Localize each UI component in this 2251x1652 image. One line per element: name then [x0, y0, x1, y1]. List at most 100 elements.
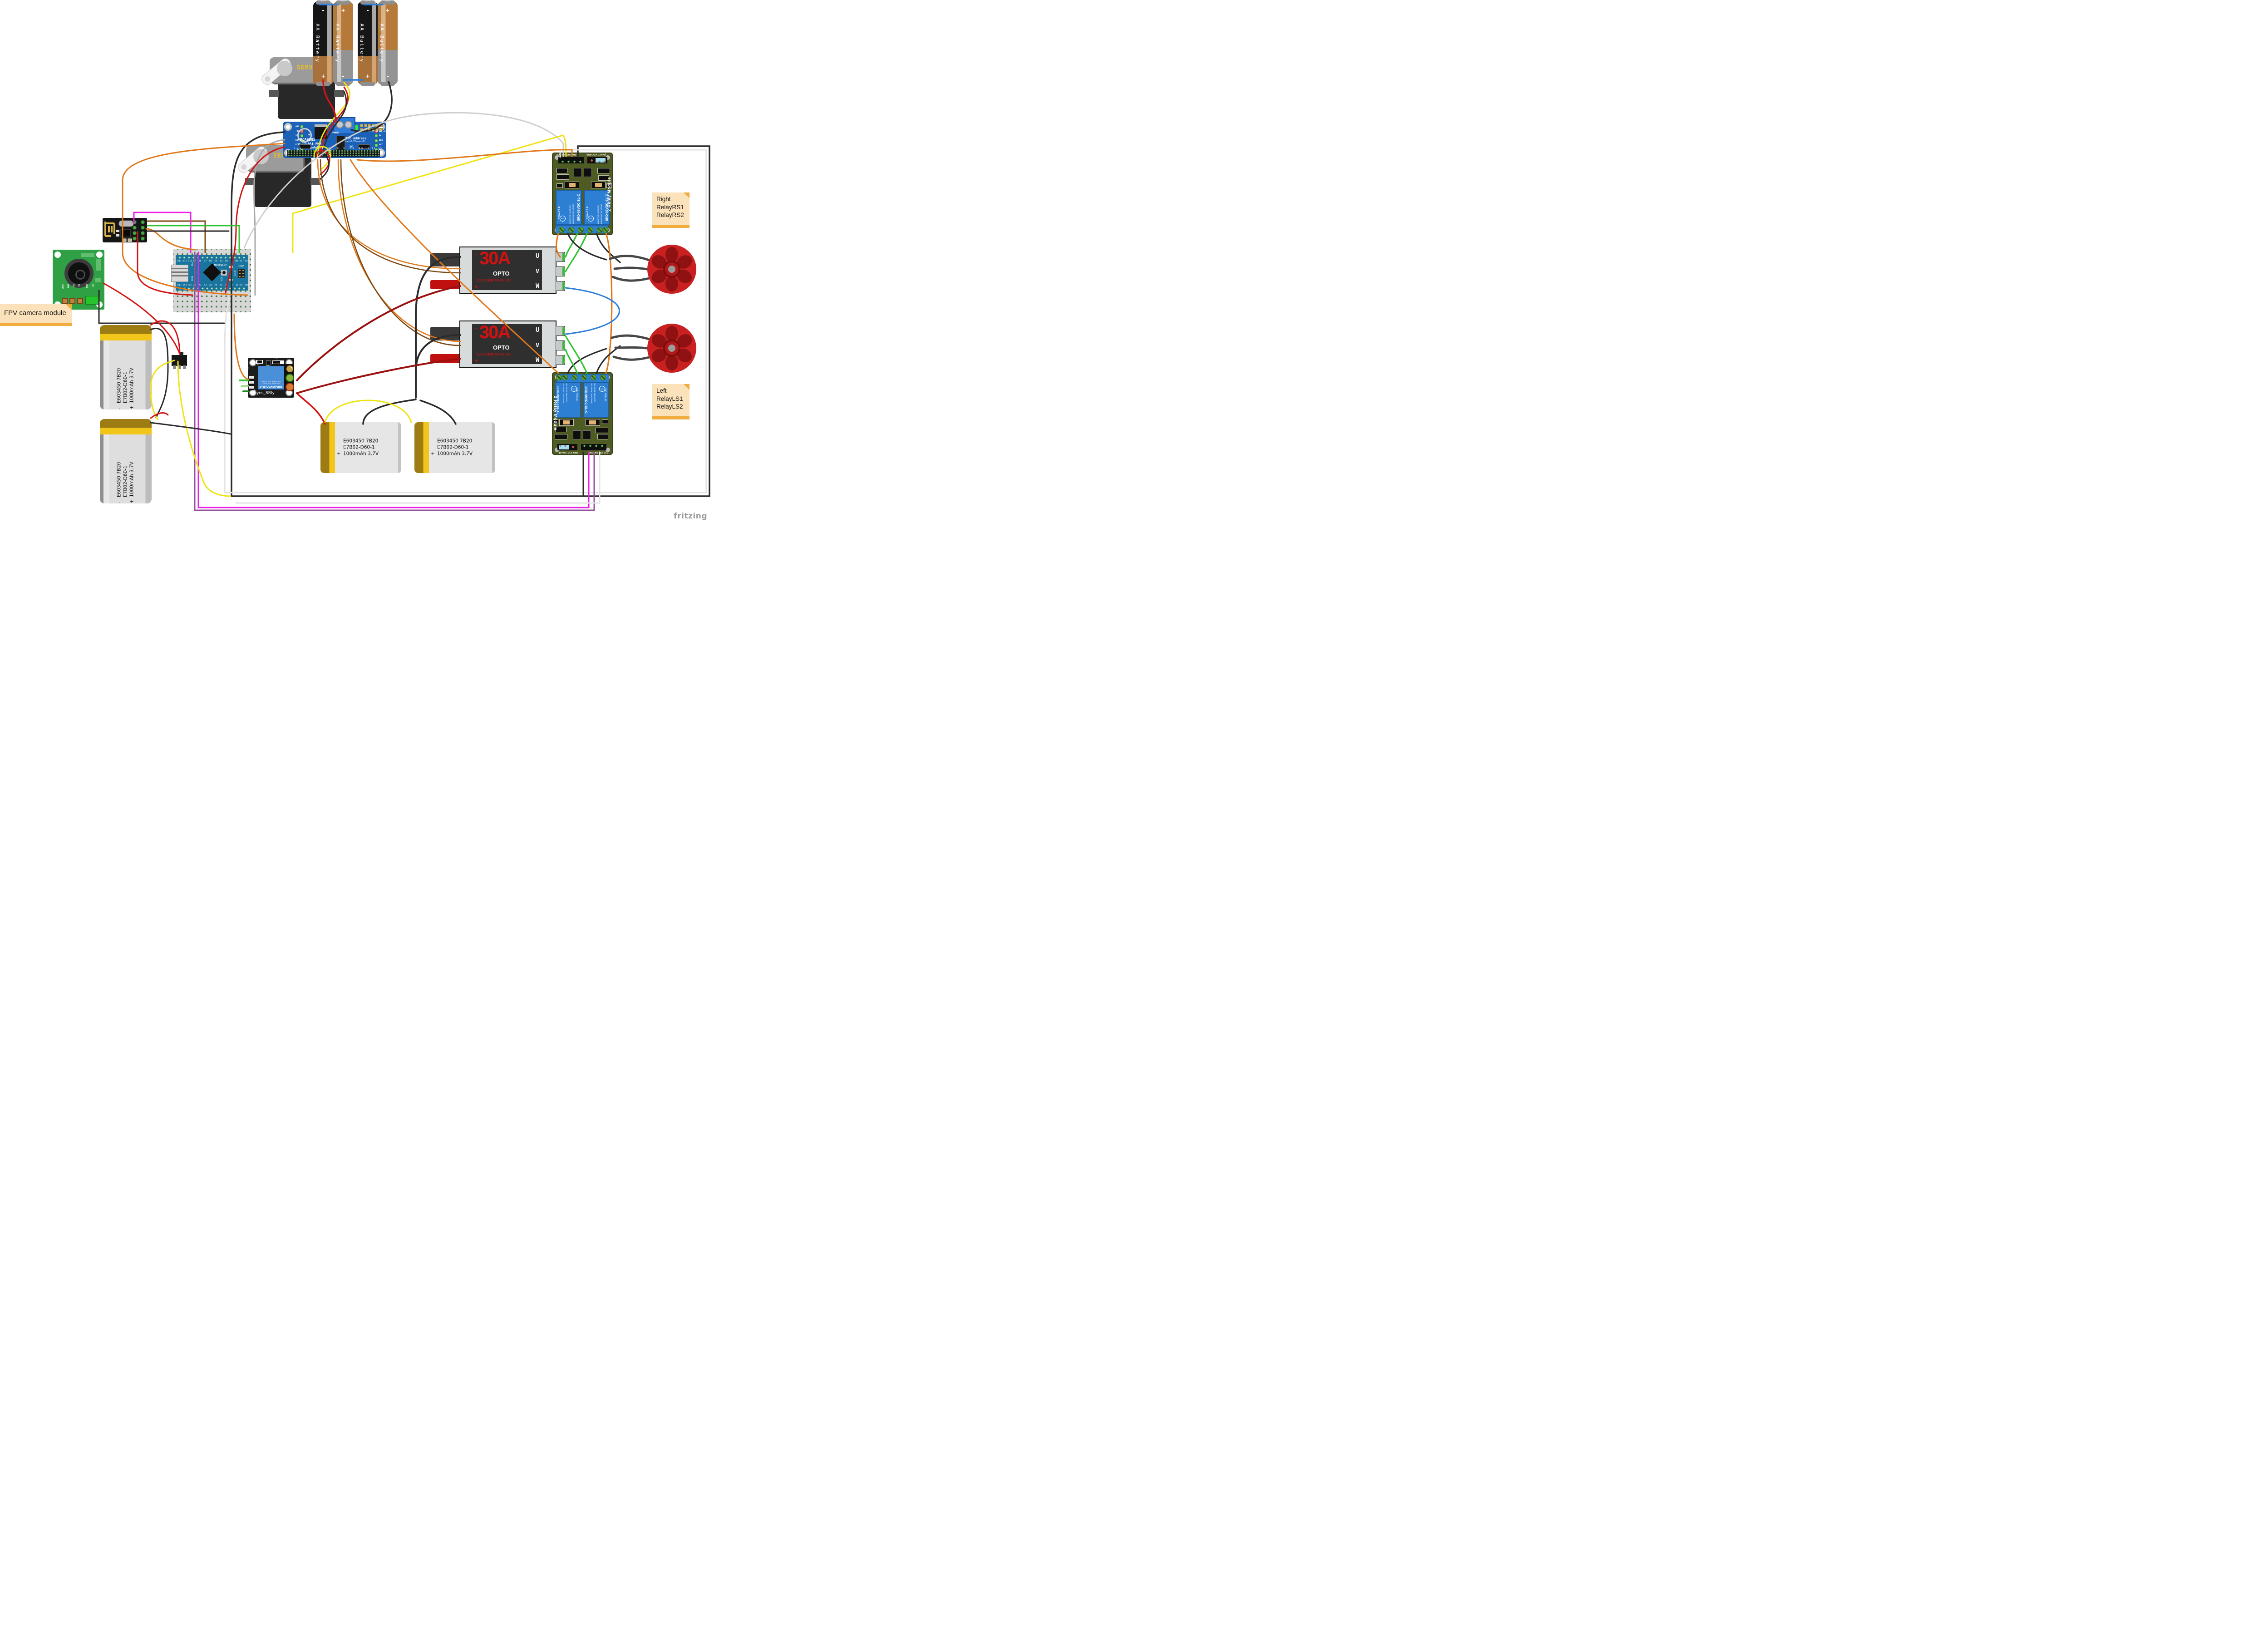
- icsp-header: [238, 269, 245, 278]
- battery-text: -E603450 7B20 E7B02-D60-1 +1000mAh 3.7V: [431, 438, 473, 458]
- aa-battery-1[interactable]: - AA Battery +: [313, 0, 333, 86]
- minus-sign: -: [475, 251, 477, 257]
- wire-motor1-a[interactable]: [609, 255, 650, 261]
- wire-motor1-c[interactable]: [611, 276, 650, 282]
- nrf24l01-module[interactable]: [103, 218, 147, 242]
- wire-lipo2-black[interactable]: [150, 422, 232, 435]
- battery-cap: [360, 82, 375, 86]
- wire-orange-diag[interactable]: [356, 149, 573, 162]
- slide-switch[interactable]: [172, 352, 187, 369]
- note-line: RelayRS2: [656, 212, 684, 219]
- wire-relayT-black-2[interactable]: [596, 232, 621, 263]
- relay-module-right[interactable]: GND IN1 IN2 VCC JD-VCC VCC GND SRD-05VDC…: [552, 153, 613, 235]
- note-left-relays[interactable]: Left RelayLS1 RelayLS2: [652, 384, 690, 419]
- servo-mount-tab: [245, 178, 255, 185]
- nrf-pin: [133, 226, 137, 230]
- wire-relayT-green-1[interactable]: [565, 232, 578, 258]
- servo-horn-hub: [277, 61, 292, 76]
- wire-lipoB1-black[interactable]: [362, 399, 417, 425]
- screw-no[interactable]: [286, 383, 294, 391]
- relay-screw-terminals[interactable]: [556, 225, 609, 233]
- arduino-nano[interactable]: D12 D11 D10 D9 D8 D7 D6 D5 D4 D3 D2 GND …: [171, 255, 254, 291]
- lipo-battery-3[interactable]: -E603450 7B20 E7B02-D60-1 +1000mAh 3.7V: [320, 422, 401, 473]
- wire-lipo1-red[interactable]: [150, 320, 181, 354]
- reset-button[interactable]: [221, 270, 227, 276]
- servo-mount-tab: [310, 178, 320, 185]
- wire-switch-yellow-1[interactable]: [150, 360, 175, 420]
- plus-sign: +: [129, 499, 135, 504]
- wire-orange-vertical[interactable]: [605, 232, 613, 374]
- relay-spec2: 10A 30VDC 10A 28VDC: [597, 205, 599, 224]
- pwm-output-header[interactable]: [287, 150, 380, 157]
- wire-relayB-black-1[interactable]: [567, 348, 607, 374]
- relay-screw-terminals[interactable]: [556, 374, 609, 382]
- brushless-motor-left[interactable]: [646, 323, 697, 374]
- aa-battery-4[interactable]: + AA Battery -: [378, 0, 398, 86]
- note-right-relays[interactable]: Right RelayRS1 RelayRS2: [652, 192, 690, 228]
- wire-motor1-b[interactable]: [613, 266, 649, 271]
- wire-nrf-brown[interactable]: [147, 220, 206, 253]
- songle-relay-1: SRD-05VDC-SL-C 10A 250VAC 10A 125VAC 10A…: [556, 190, 582, 225]
- wire-motor2-b[interactable]: [614, 346, 649, 350]
- relay-brand: SONGLE: [586, 206, 589, 219]
- wire-nrf-orange[interactable]: [145, 228, 196, 251]
- perfboard[interactable]: D12 D11 D10 D9 D8 D7 D6 D5 D4 D3 D2 GND …: [171, 249, 254, 312]
- wire-motor2-c[interactable]: [612, 355, 650, 361]
- lipo-battery-1[interactable]: -E603450 7B20 E7B02-D60-1 +1000mAh 3.7V: [100, 325, 152, 409]
- wire-relayB-green-2[interactable]: [565, 335, 588, 374]
- motor-tab-w[interactable]: [556, 355, 565, 365]
- wire-lipoB2-black[interactable]: [419, 399, 457, 425]
- wire-lipo2-red[interactable]: [150, 412, 169, 419]
- wire-relayT-green-2[interactable]: [565, 232, 588, 272]
- wire-lipoB1-red[interactable]: [297, 393, 326, 425]
- onled-label: ON_Led S: [247, 361, 249, 371]
- wire-keyes-orange[interactable]: [233, 313, 250, 380]
- note-fpv-camera[interactable]: FPV camera module: [0, 304, 72, 326]
- wire-relayB-green-1[interactable]: [565, 349, 578, 374]
- input-header[interactable]: [581, 444, 606, 450]
- aa-battery-2[interactable]: + AA Battery -: [333, 0, 353, 86]
- led: [229, 266, 233, 268]
- screw-com[interactable]: [286, 374, 294, 382]
- wire-blue-esc-link[interactable]: [565, 287, 620, 335]
- optocoupler: [584, 168, 592, 177]
- plus-sign: +: [475, 358, 478, 364]
- wire-relayB-black-2[interactable]: [596, 345, 621, 374]
- battery-model: E603450 7B20: [116, 462, 122, 498]
- wire-motor2-a[interactable]: [611, 334, 650, 340]
- lipo-battery-2[interactable]: -E603450 7B20 E7B02-D60-1 +1000mAh 3.7V: [100, 419, 152, 503]
- pin-label: GND: [68, 284, 70, 288]
- jdvcc-jumper[interactable]: [587, 157, 607, 163]
- aa-battery-3[interactable]: - AA Battery +: [358, 0, 378, 86]
- usa-label: USA: [192, 262, 194, 266]
- relay-module-left[interactable]: GND IN1 IN2 VCC JD-VCC VCC GND SRD-05VDC…: [552, 372, 613, 455]
- motor-tab-v[interactable]: [556, 340, 565, 350]
- switch-pin: [173, 365, 176, 369]
- motor-tab-u[interactable]: [556, 252, 565, 262]
- wire-lipo1-black[interactable]: [150, 328, 169, 419]
- lipo-battery-4[interactable]: -E603450 7B20 E7B02-D60-1 +1000mAh 3.7V: [414, 422, 495, 473]
- fpv-camera-board[interactable]: CVBS GND RX TX GND 5V: [53, 250, 104, 310]
- relay-spec2: 10A 30VDC 10A 28VDC: [566, 383, 568, 402]
- brushless-motor-right[interactable]: [646, 244, 697, 295]
- channel-numbers: 2 3: [294, 148, 303, 150]
- input-header[interactable]: [558, 157, 584, 163]
- pca9685-board[interactable]: GND OE SCL SDA VCC V+ GND OE SCL SDA VCC…: [283, 117, 387, 158]
- power-terminal: [85, 296, 99, 305]
- note-line: RelayLS1: [656, 395, 683, 402]
- wire-switch-yellow-2[interactable]: [177, 360, 232, 497]
- keyes-relay-module[interactable]: R1 Q1 D1 SRD-05VDC-SL-C 10A 30VDC 10A 28…: [247, 358, 294, 398]
- motor-tab-u[interactable]: [556, 326, 565, 336]
- wire-relayT-black-1[interactable]: [567, 232, 607, 261]
- esc-2[interactable]: - 30A U OPTO V 11.1V-14.8V 3S-4S LiPo W …: [430, 321, 566, 368]
- led: [229, 279, 233, 281]
- pin-labels-bottom: D13 3V3 REF A0 A1 A2 A3 A4 A5 A6 A7 5V R…: [177, 284, 255, 286]
- jdvcc-jumper[interactable]: [557, 444, 577, 450]
- jumper-cap: [559, 445, 569, 449]
- esc-1[interactable]: - 30A U OPTO V 11.1V-14.8V 3S-4S LiPo W …: [430, 247, 566, 294]
- wire-lipo-yellow-u[interactable]: [324, 399, 412, 423]
- rst-label: RST: [221, 277, 223, 281]
- motor-tab-w[interactable]: [556, 281, 565, 291]
- motor-tab-v[interactable]: [556, 266, 565, 276]
- note-line: Right: [656, 196, 671, 202]
